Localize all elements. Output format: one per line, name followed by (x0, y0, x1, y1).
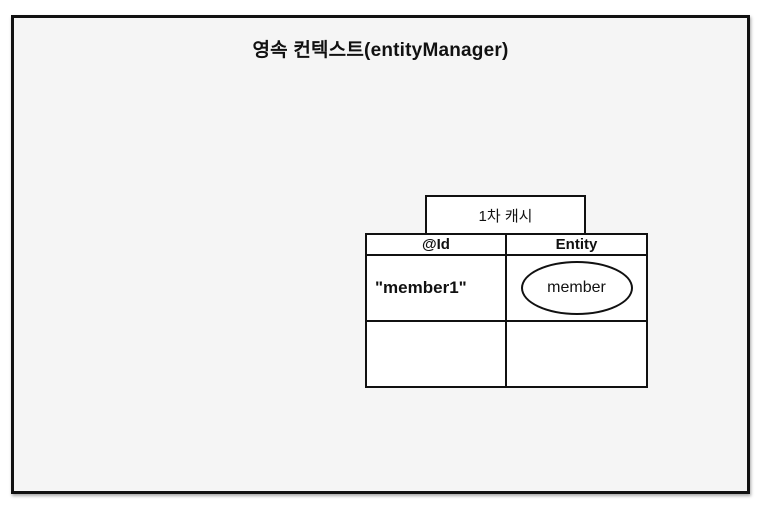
table-header-id: @Id (367, 235, 507, 256)
table-row-2-entity-cell (507, 322, 646, 386)
entity-ellipse: member (520, 261, 633, 315)
table-row-2-id-cell (367, 322, 507, 386)
table-row-1-id-cell: "member1" (367, 256, 507, 322)
persistence-context-title: 영속 컨텍스트(entityManager) (252, 40, 509, 61)
persistence-context-box: 영속 컨텍스트(entityManager) 1차 캐시 @Id Entity … (11, 15, 750, 494)
first-level-cache-tab-label: 1차 캐시 (478, 208, 533, 225)
first-level-cache-table: @Id Entity "member1" member (365, 233, 648, 388)
first-level-cache-tab: 1차 캐시 (425, 195, 586, 236)
table-header-entity: Entity (507, 235, 646, 256)
entity-ellipse-label: member (547, 279, 606, 296)
table-row-1-entity-cell: member (507, 256, 646, 322)
